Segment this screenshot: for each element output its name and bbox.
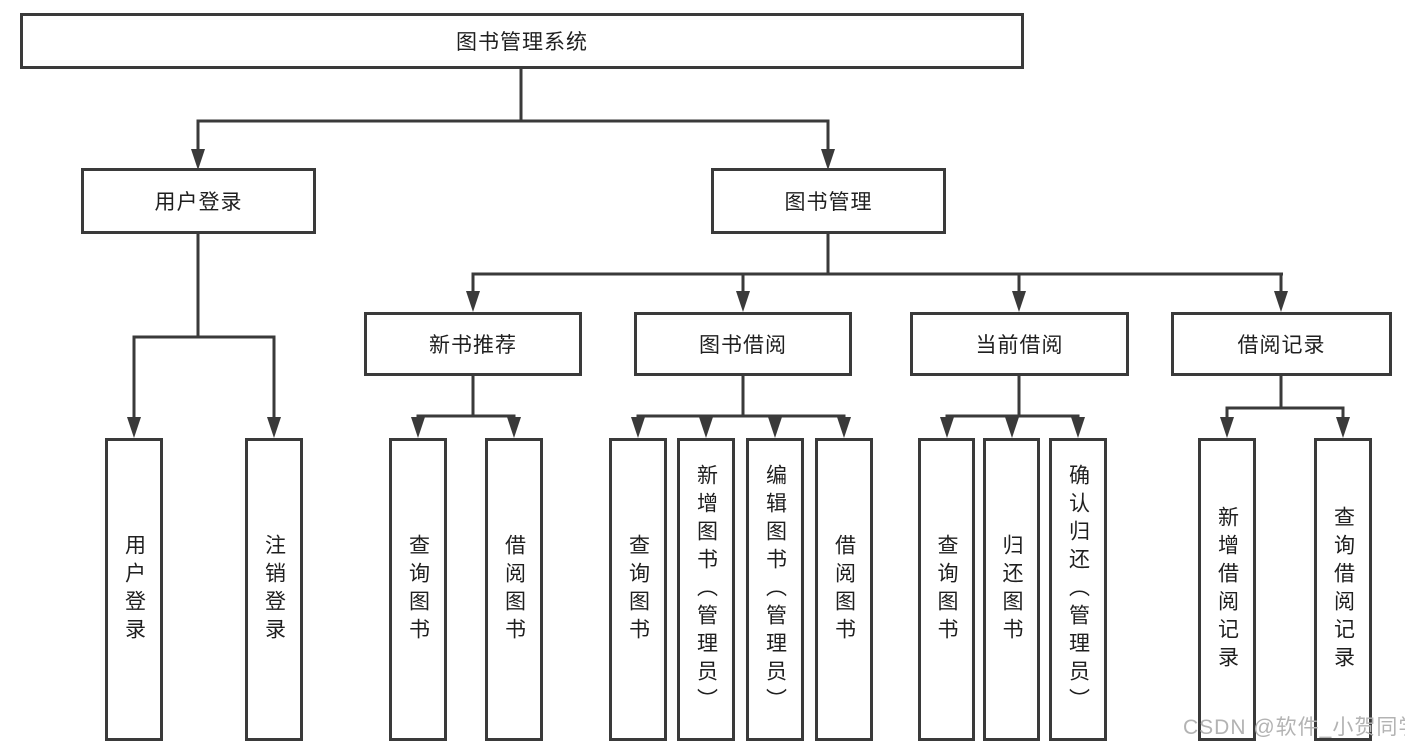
arrowhead-icon xyxy=(1274,291,1288,312)
node-label: 注销登录 xyxy=(262,533,286,646)
arrowhead-icon xyxy=(1220,417,1234,438)
node-label: 用户登录 xyxy=(154,191,243,214)
node-label: 编辑图书（管理员） xyxy=(763,463,787,716)
leaf-borrowing-edit-books-admin: 编辑图书（管理员） xyxy=(746,438,804,741)
node-label: 借阅图书 xyxy=(832,533,856,646)
arrowhead-icon xyxy=(411,417,425,438)
connector-current-borrowing xyxy=(945,376,1080,421)
leaf-recommend-borrow-books: 借阅图书 xyxy=(485,438,543,741)
leaf-logout: 注销登录 xyxy=(245,438,303,741)
leaf-records-add-record: 新增借阅记录 xyxy=(1198,438,1256,741)
leaf-current-confirm-return-admin: 确认归还（管理员） xyxy=(1049,438,1107,741)
arrowhead-icon xyxy=(821,149,835,170)
arrowhead-icon xyxy=(837,417,851,438)
node-label: 图书管理系统 xyxy=(456,31,588,54)
arrowhead-icon xyxy=(631,417,645,438)
arrowhead-icon xyxy=(1071,417,1085,438)
leaf-current-query-books: 查询图书 xyxy=(918,438,975,741)
arrowhead-icon xyxy=(1336,417,1350,438)
node-label: 借阅记录 xyxy=(1237,334,1326,357)
node-label: 图书管理 xyxy=(784,191,873,214)
node-label: 用户登录 xyxy=(122,533,146,646)
leaf-user-login: 用户登录 xyxy=(105,438,163,741)
leaf-borrowing-add-books-admin: 新增图书（管理员） xyxy=(677,438,735,741)
arrowhead-icon xyxy=(1005,417,1019,438)
connector-new-book-recommend xyxy=(416,376,516,421)
node-current-borrowing: 当前借阅 xyxy=(910,312,1129,376)
connector-root xyxy=(196,69,830,151)
node-book-borrowing: 图书借阅 xyxy=(634,312,852,376)
arrowhead-icon xyxy=(191,149,205,170)
node-library-management-system: 图书管理系统 xyxy=(20,13,1024,69)
arrowhead-icon xyxy=(507,417,521,438)
node-label: 查询图书 xyxy=(935,533,958,646)
node-label: 借阅图书 xyxy=(502,533,526,646)
arrowhead-icon xyxy=(768,417,782,438)
connector-book-management xyxy=(471,234,1283,294)
leaf-current-return-books: 归还图书 xyxy=(983,438,1040,741)
watermark: CSDN @软件_小贺同学 xyxy=(1183,716,1405,739)
arrowhead-icon xyxy=(127,417,141,438)
arrowhead-icon xyxy=(466,291,480,312)
node-book-management: 图书管理 xyxy=(711,168,946,234)
arrowhead-icon xyxy=(940,417,954,438)
node-label: 查询图书 xyxy=(626,533,650,646)
arrowhead-icon xyxy=(267,417,281,438)
connector-borrowing-records xyxy=(1225,376,1345,421)
node-label: 查询图书 xyxy=(406,533,430,646)
leaf-borrowing-query-books: 查询图书 xyxy=(609,438,667,741)
connector-user-login xyxy=(132,234,276,420)
leaf-borrowing-borrow-books: 借阅图书 xyxy=(815,438,873,741)
node-label: 新增借阅记录 xyxy=(1215,505,1239,674)
arrowhead-icon xyxy=(736,291,750,312)
node-label: 归还图书 xyxy=(1000,533,1023,646)
node-label: 确认归还（管理员） xyxy=(1066,463,1090,716)
node-label: 新增图书（管理员） xyxy=(694,463,718,716)
node-label: 新书推荐 xyxy=(429,334,517,357)
leaf-recommend-query-books: 查询图书 xyxy=(389,438,447,741)
connector-book-borrowing xyxy=(636,376,846,421)
node-borrowing-records: 借阅记录 xyxy=(1171,312,1392,376)
node-label: 图书借阅 xyxy=(699,334,787,357)
node-new-book-recommend: 新书推荐 xyxy=(364,312,582,376)
arrowhead-icon xyxy=(1012,291,1026,312)
arrowhead-icon xyxy=(699,417,713,438)
node-label: 查询借阅记录 xyxy=(1331,505,1355,674)
node-user-login: 用户登录 xyxy=(81,168,316,234)
node-label: 当前借阅 xyxy=(975,334,1064,357)
leaf-records-query-record: 查询借阅记录 xyxy=(1314,438,1372,741)
